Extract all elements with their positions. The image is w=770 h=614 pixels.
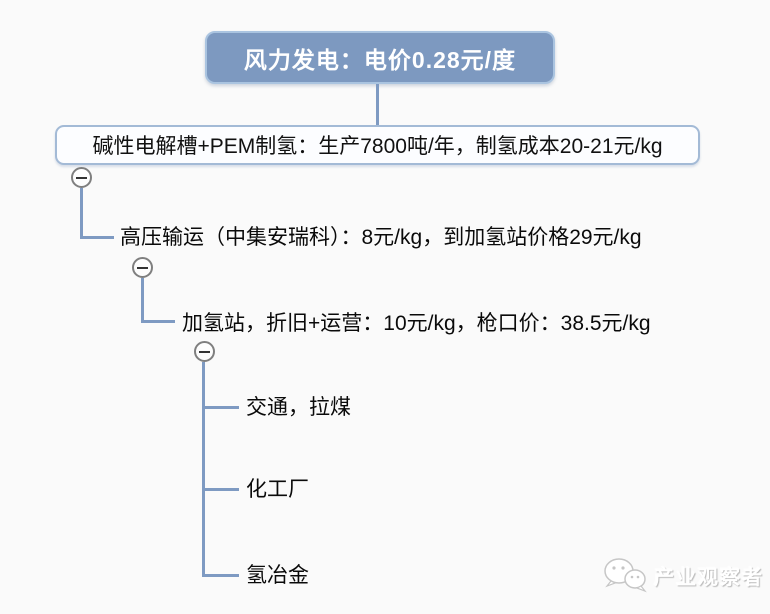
collapse-minus-icon[interactable] [194,341,215,362]
minus-glyph [76,176,87,179]
watermark: 产业观察者 [602,556,764,594]
root-node[interactable]: 风力发电：电价0.28元/度 [205,31,555,84]
wechat-icon [602,556,648,594]
minus-glyph [137,266,148,269]
watermark-label: 产业观察者 [654,566,764,589]
child-node[interactable]: 化工厂 [246,478,309,501]
connector-child-2 [202,488,239,491]
connector-child-1 [202,406,239,409]
minus-glyph [199,350,210,353]
child-node[interactable]: 交通，拉煤 [246,396,351,419]
connector-l3-vertical [80,188,83,238]
children-spine [202,362,205,577]
connector-child-3 [202,574,239,577]
level4-node[interactable]: 加氢站，折旧+运营：10元/kg，枪口价：38.5元/kg [182,312,651,335]
collapse-minus-icon[interactable] [71,167,92,188]
connector-root-l2 [376,84,379,125]
connector-l4-vertical [141,278,144,323]
collapse-minus-icon[interactable] [132,257,153,278]
level3-node[interactable]: 高压输运（中集安瑞科）：8元/kg，到加氢站价格29元/kg [120,226,642,249]
connector-l3-horizontal [80,236,114,239]
connector-l4-horizontal [141,320,175,323]
level2-node[interactable]: 碱性电解槽+PEM制氢：生产7800吨/年，制氢成本20-21元/kg [55,125,700,165]
child-node[interactable]: 氢冶金 [246,564,309,587]
